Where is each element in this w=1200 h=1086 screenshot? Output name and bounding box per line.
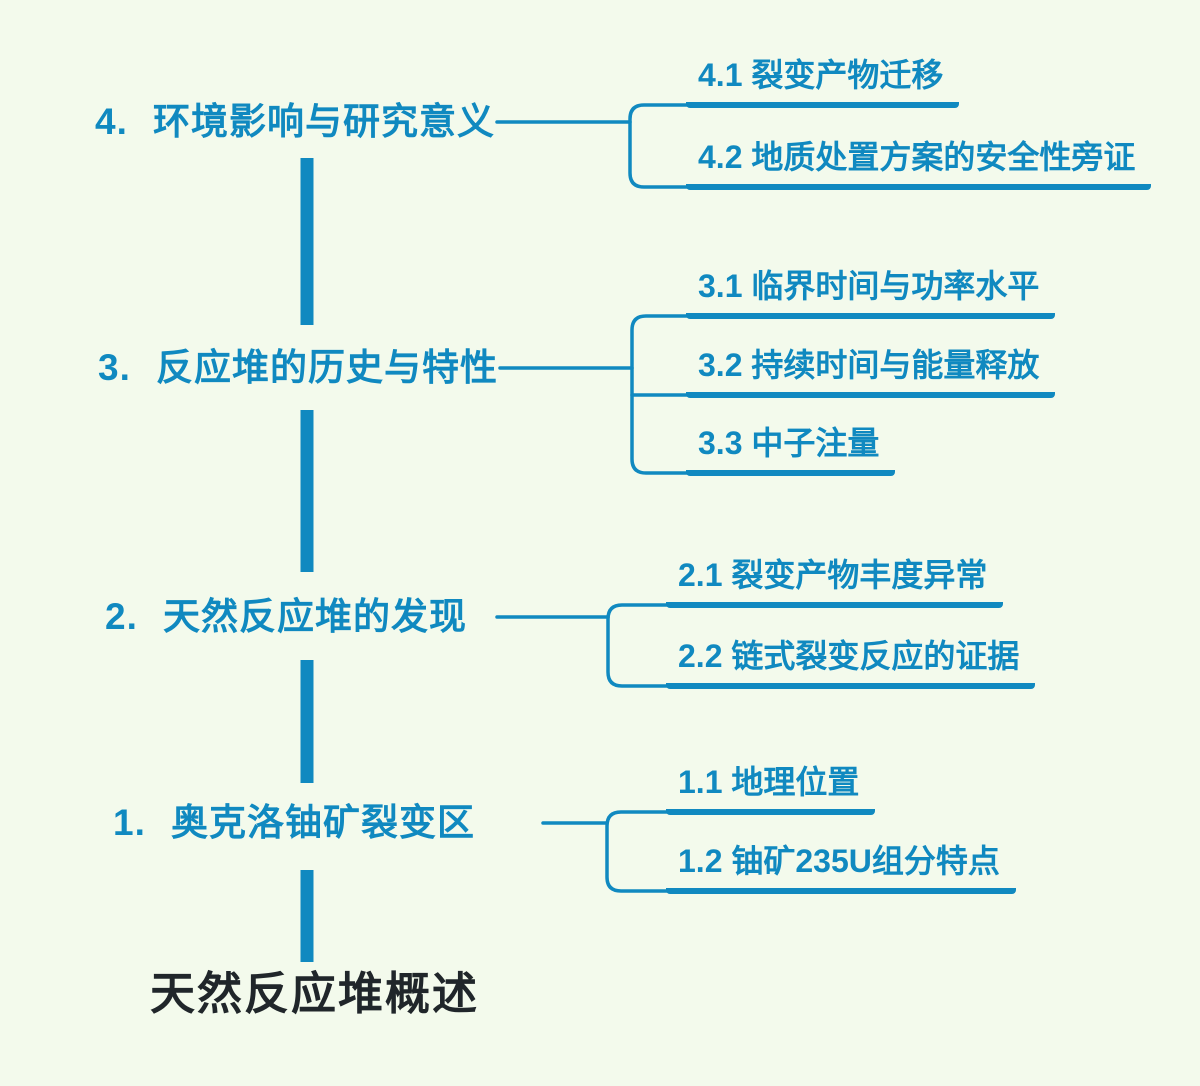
subtopic-1-1[interactable]: 1.1 地理位置 [666, 762, 876, 815]
topic-label: 天然反应堆的发现 [163, 596, 467, 637]
branch-lines [495, 103, 690, 893]
topic-label: 环境影响与研究意义 [153, 101, 495, 142]
main-topic-1[interactable]: 1. 奥克洛铀矿裂变区 [113, 799, 475, 847]
topic-number: 1. [113, 802, 146, 843]
topic-number: 3. [98, 347, 131, 388]
subtopic-2-2[interactable]: 2.2 链式裂变反应的证据 [666, 636, 1036, 689]
main-topic-2[interactable]: 2. 天然反应堆的发现 [105, 593, 467, 641]
topic-label: 反应堆的历史与特性 [156, 347, 498, 388]
subtopic-3-1[interactable]: 3.1 临界时间与功率水平 [686, 266, 1056, 319]
main-topic-3[interactable]: 3. 反应堆的历史与特性 [98, 344, 498, 392]
subtopic-1-2[interactable]: 1.2 铀矿235U组分特点 [666, 841, 1016, 894]
subtopic-3-3[interactable]: 3.3 中子注量 [686, 423, 896, 476]
subtopic-3-2[interactable]: 3.2 持续时间与能量释放 [686, 345, 1056, 398]
subtopic-4-2[interactable]: 4.2 地质处置方案的安全性旁证 [686, 137, 1152, 190]
topic-label: 奥克洛铀矿裂变区 [171, 802, 475, 843]
subtopic-2-1[interactable]: 2.1 裂变产物丰度异常 [666, 555, 1004, 608]
topic-number: 2. [105, 596, 138, 637]
topic-number: 4. [95, 101, 128, 142]
root-topic-title[interactable]: 天然反应堆概述 [150, 968, 480, 1019]
subtopic-4-1[interactable]: 4.1 裂变产物迁移 [686, 55, 960, 108]
main-topic-4[interactable]: 4. 环境影响与研究意义 [95, 98, 495, 146]
